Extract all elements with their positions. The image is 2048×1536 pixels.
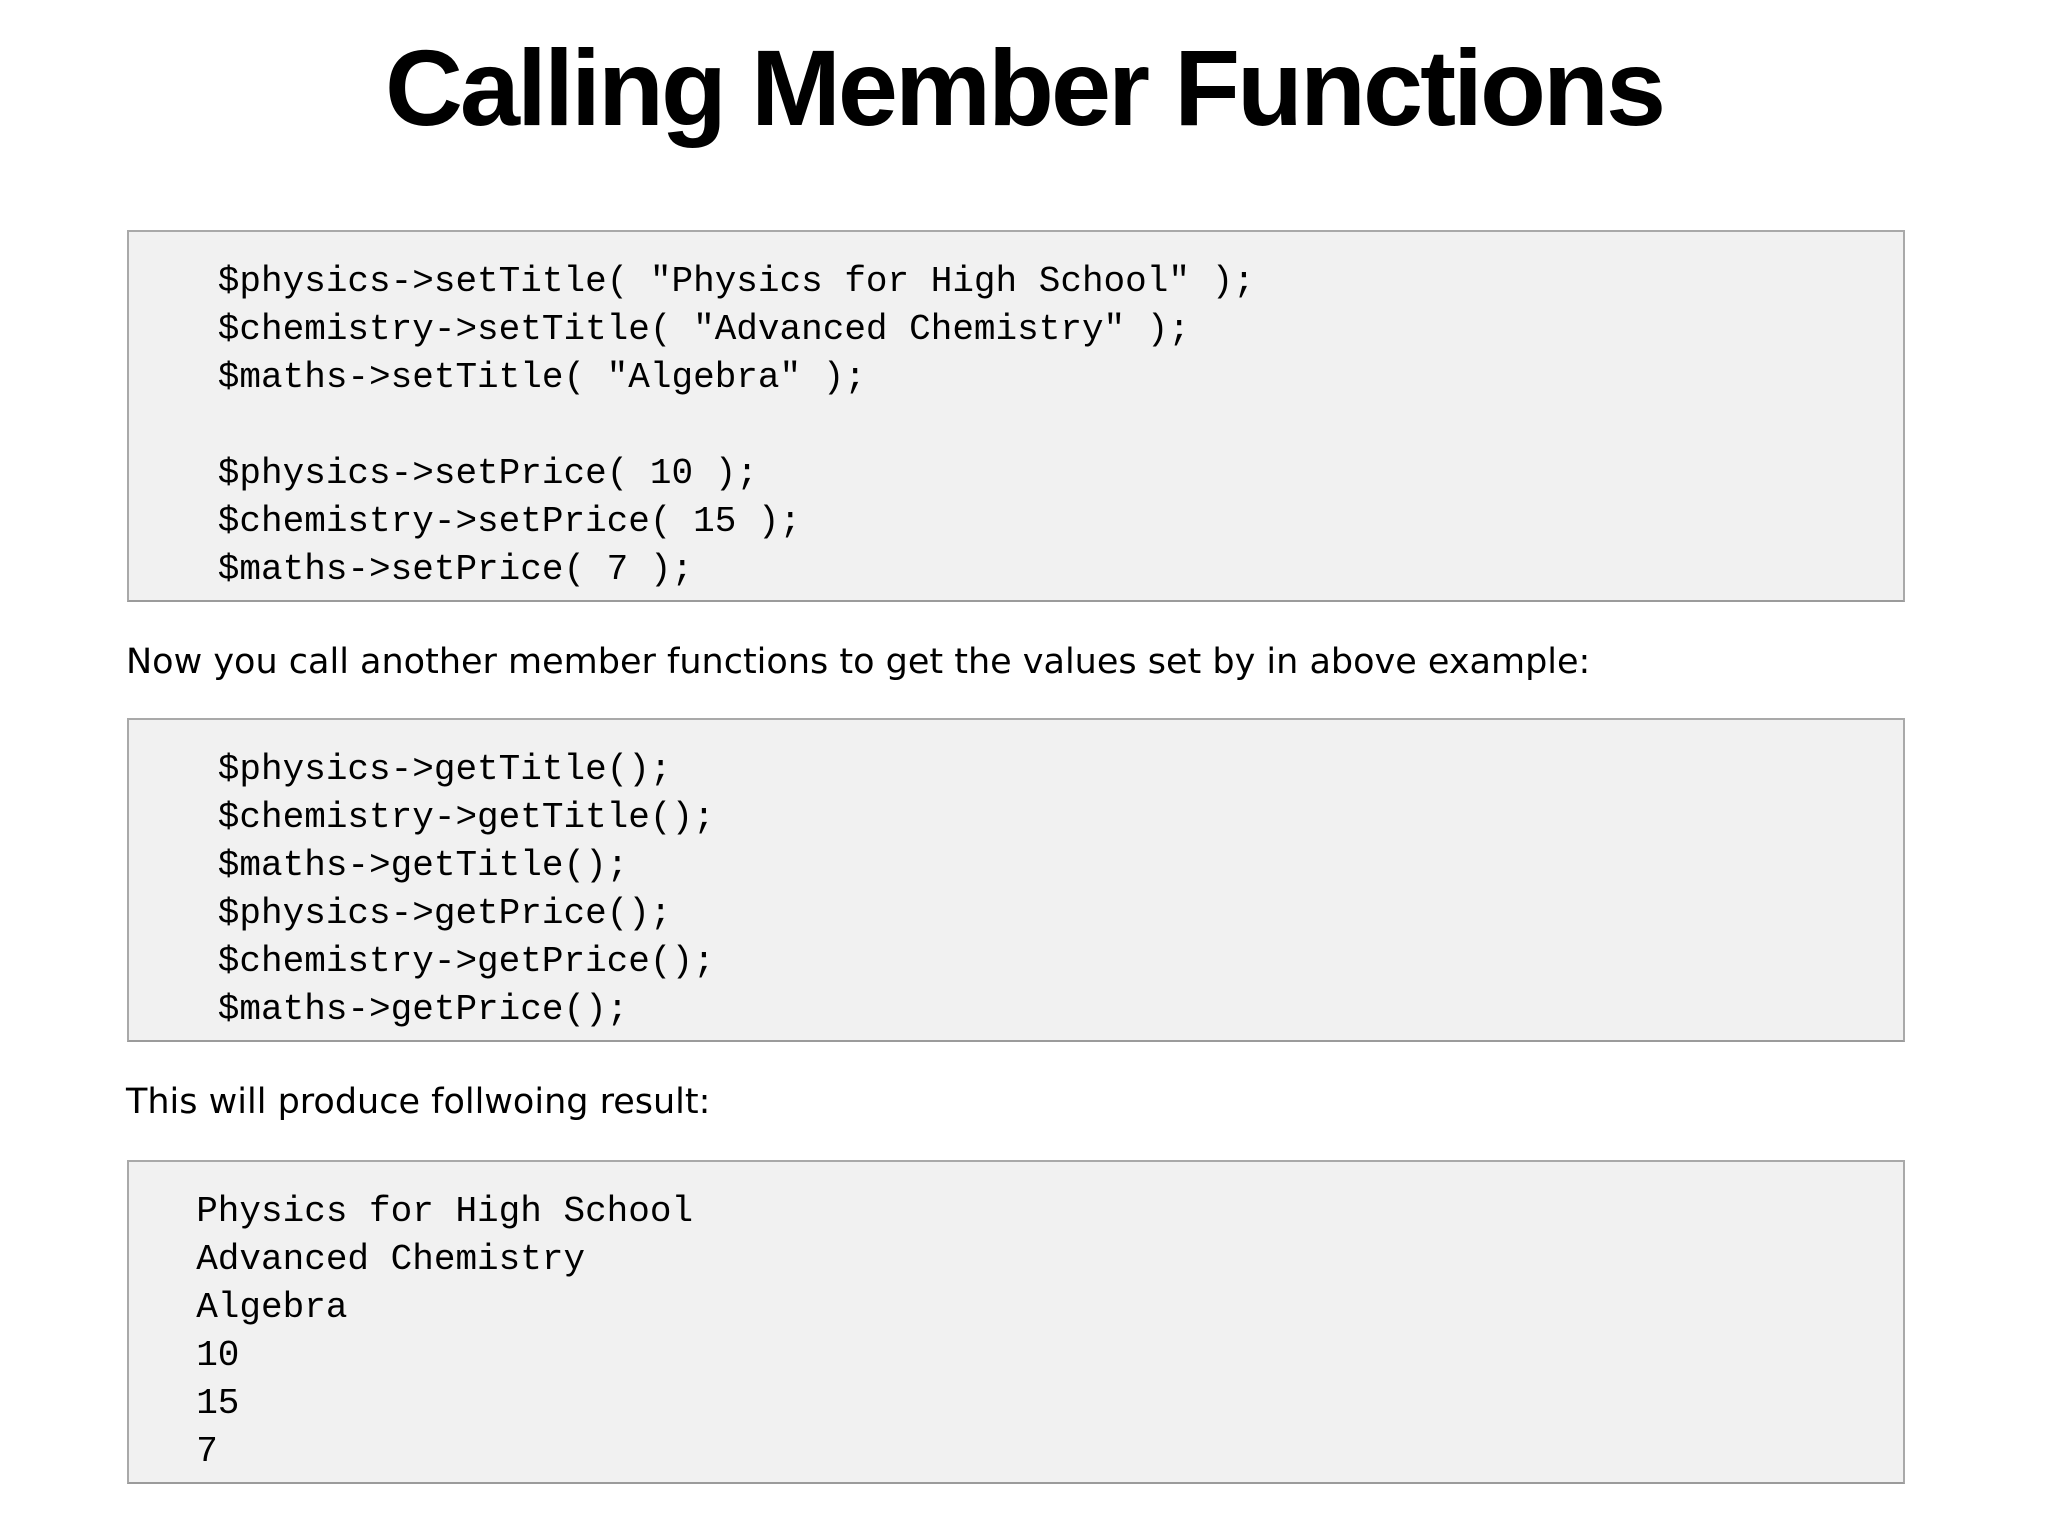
code-line: $chemistry->getPrice();: [153, 941, 715, 982]
code-line: $maths->getPrice();: [153, 989, 629, 1030]
code-block-output: Physics for High School Advanced Chemist…: [127, 1160, 1905, 1484]
code-line: $chemistry->getTitle();: [153, 797, 715, 838]
code-line: $physics->setTitle( "Physics for High Sc…: [153, 261, 1255, 302]
paragraph-result: This will produce follwoing result:: [126, 1082, 711, 1122]
output-line: 7: [153, 1431, 218, 1472]
code-line: $maths->setTitle( "Algebra" );: [153, 357, 866, 398]
code-line: $chemistry->setTitle( "Advanced Chemistr…: [153, 309, 1190, 350]
page-title: Calling Member Functions: [384, 27, 1666, 148]
code-line: $chemistry->setPrice( 15 );: [153, 501, 802, 542]
output-line: 15: [153, 1383, 240, 1424]
code-line-blank: [153, 402, 1893, 450]
code-line: $physics->setPrice( 10 );: [153, 453, 758, 494]
paragraph-intro-get: Now you call another member functions to…: [126, 642, 1591, 682]
code-line: $physics->getPrice();: [153, 893, 672, 934]
output-line: Physics for High School: [153, 1191, 694, 1232]
output-line: Algebra: [153, 1287, 348, 1328]
output-line: 10: [153, 1335, 240, 1376]
code-line: $maths->setPrice( 7 );: [153, 549, 694, 590]
code-line: $maths->getTitle();: [153, 845, 629, 886]
code-block-get-calls: $physics->getTitle(); $chemistry->getTit…: [127, 718, 1905, 1042]
code-line: $physics->getTitle();: [153, 749, 672, 790]
code-block-set-calls: $physics->setTitle( "Physics for High Sc…: [127, 230, 1905, 602]
output-line: Advanced Chemistry: [153, 1239, 586, 1280]
